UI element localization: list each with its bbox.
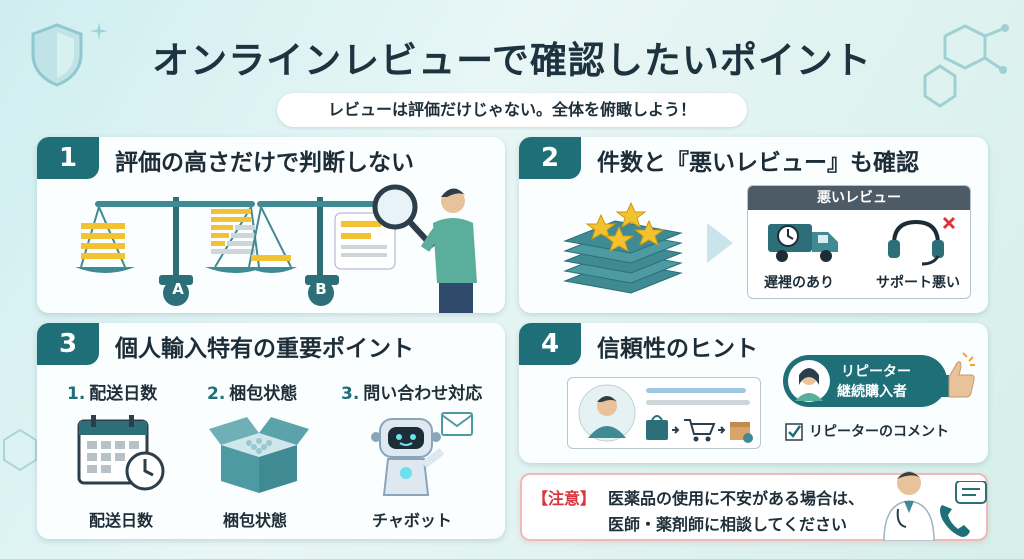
user-avatar-icon xyxy=(578,384,636,442)
point-1-caption: 配送日数 xyxy=(89,511,154,530)
page-title: オンラインレビューで確認したいポイント xyxy=(152,39,872,82)
repeater-badge: リピーター 継続購入者 xyxy=(783,355,947,407)
card-number: 4 xyxy=(519,323,581,365)
scale-label-b: B xyxy=(315,280,327,298)
card-4: 4 信頼性のヒント リピーター 継続購入 xyxy=(519,323,988,463)
badge-line-2: 継続購入者 xyxy=(837,384,907,400)
card-title: 評価の高さだけで判断しない xyxy=(115,150,414,176)
page-subtitle: レビューは評価だけじゃない。全体を俯瞰しよう！ xyxy=(277,93,747,127)
card-3: 3 個人輸入特有の重要ポイント 1.配送日数 2.梱包状態 3.問い合わせ対応 xyxy=(37,323,505,539)
notice-tag: 【注意】 xyxy=(532,489,597,508)
point-2-caption: 梱包状態 xyxy=(223,511,288,530)
card-number: 1 xyxy=(37,137,99,179)
doctor-icon xyxy=(883,471,935,541)
package-box-icon xyxy=(209,417,309,493)
scale-label-a: A xyxy=(172,280,184,298)
molecule-icon xyxy=(923,24,1009,108)
calendar-icon xyxy=(77,415,165,491)
card-number: 2 xyxy=(519,137,581,179)
badge-line-1: リピーター xyxy=(841,364,911,380)
point-2-heading: 2.梱包状態 xyxy=(207,384,298,404)
delivery-truck-icon xyxy=(768,224,838,262)
point-1-heading: 1.配送日数 xyxy=(67,384,158,404)
point-3-heading: 3.問い合わせ対応 xyxy=(341,384,483,404)
card-title: 個人輸入特有の重要ポイント xyxy=(115,336,414,362)
check-label: リピーターのコメント xyxy=(809,424,949,440)
notice-box: 【注意】 医薬品の使用に不安がある場合は、 医師・薬剤師に相談してください xyxy=(520,471,988,541)
thumbs-up-icon xyxy=(939,352,975,398)
magnifier-person-illustration xyxy=(372,184,477,313)
notice-line-2: 医師・薬剤師に相談してください xyxy=(608,515,848,534)
repeater-avatar-icon xyxy=(788,360,830,402)
review-text-line xyxy=(646,388,746,393)
arrow-right-icon xyxy=(707,223,733,263)
card-2: 2 件数と『悪いレビュー』も確認 悪いレビュー xyxy=(519,137,988,313)
card-1: 1 評価の高さだけで判断しない A xyxy=(37,137,505,313)
review-text-line xyxy=(646,400,750,405)
point-3-caption: チャボット xyxy=(372,511,452,530)
card-title: 件数と『悪いレビュー』も確認 xyxy=(597,150,919,176)
chatbot-robot-icon xyxy=(371,412,473,496)
notice-line-1: 医薬品の使用に不安がある場合は、 xyxy=(608,489,865,508)
molecule-icon-left xyxy=(3,428,37,472)
phone-chat-icon xyxy=(940,481,987,537)
card-title: 信頼性のヒント xyxy=(597,336,758,362)
review-stack-illustration xyxy=(563,201,683,294)
scale-a-illustration xyxy=(75,197,265,306)
bad-item-support: サポート悪い xyxy=(876,275,960,291)
support-headset-icon xyxy=(888,216,956,266)
card-number: 3 xyxy=(37,323,99,365)
review-profile-box xyxy=(567,377,761,449)
bad-review-panel: 悪いレビュー 遅裡のあり サポート悪い xyxy=(747,185,971,299)
checkbox-checked-icon xyxy=(785,423,803,441)
bad-review-header: 悪いレビュー xyxy=(748,186,970,210)
sparkle-icon xyxy=(90,22,108,40)
shield-icon xyxy=(31,23,83,87)
scale-b-illustration xyxy=(247,197,396,306)
purchase-flow-icon xyxy=(646,415,753,443)
bad-item-late: 遅裡のあり xyxy=(764,275,834,291)
